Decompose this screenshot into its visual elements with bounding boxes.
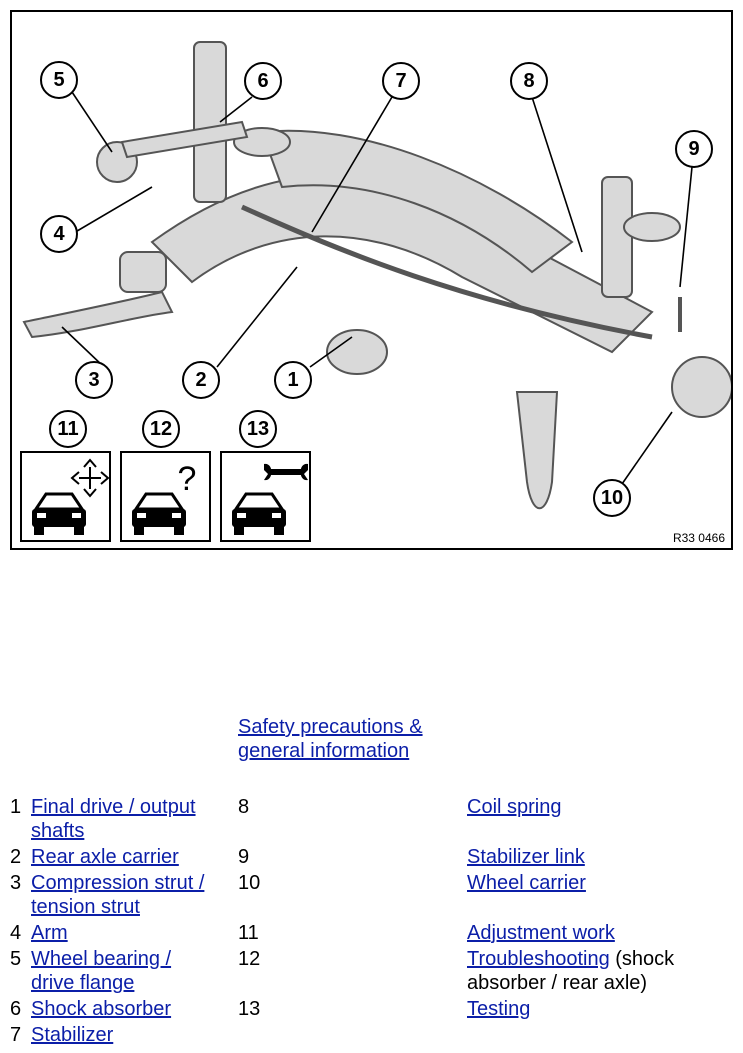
callout-6 [244, 62, 282, 100]
callout-label-5: 5 [53, 69, 64, 91]
compression-strut-shape [22, 290, 174, 339]
item-number: 10 [238, 872, 261, 894]
item-number: 6 [10, 998, 22, 1020]
item-number: 12 [238, 948, 261, 970]
safety-precautions-link[interactable]: Safety precautions & general information [238, 716, 423, 762]
adjustment-arrows-icon [70, 458, 110, 498]
coil-spring-link[interactable]: Coil spring [467, 796, 562, 818]
callout-label-13: 13 [247, 418, 269, 440]
legend-row: 7 Stabilizer [0, 1023, 743, 1049]
legend-row: 6 Shock absorber 13 Testing [0, 997, 743, 1023]
callout-5 [40, 61, 78, 99]
item-number: 5 [10, 948, 22, 970]
callout-8 [510, 62, 548, 100]
troubleshooting-link[interactable]: Troubleshooting [467, 948, 610, 970]
item-number: 9 [238, 846, 250, 868]
stabilizer-bar-shape [240, 204, 653, 340]
rear-axle-carrier-shape [150, 174, 654, 354]
item-number: 11 [238, 922, 259, 944]
legend-row: 4 Arm 11 Adjustment work [0, 921, 743, 947]
arm-link[interactable]: Arm [31, 922, 68, 944]
figure-reference-code: R33 0466 [670, 531, 727, 545]
legend-row: 3 Compression strut / tension strut 10 W… [0, 871, 743, 921]
stabilizer-link[interactable]: Stabilizer [31, 1024, 114, 1046]
callout-label-4: 4 [53, 223, 65, 245]
item-number: 7 [10, 1024, 22, 1046]
question-mark-icon: ? [178, 460, 197, 498]
adjustment-pictogram [20, 451, 111, 542]
left-shock-absorber-shape [193, 41, 227, 203]
callout-label-1: 1 [287, 369, 298, 391]
callout-12 [142, 410, 180, 448]
callout-label-3: 3 [88, 369, 99, 391]
legend-row: 2 Rear axle carrier 9 Stabilizer link [0, 845, 743, 871]
car-icon [32, 492, 86, 535]
car-icon [132, 492, 186, 535]
item-number: 2 [10, 846, 22, 868]
testing-link[interactable]: Testing [467, 998, 531, 1020]
callout-label-7: 7 [395, 70, 406, 92]
callout-2 [182, 361, 220, 399]
right-shock-absorber-shape [601, 176, 633, 298]
final-drive-link[interactable]: Final drive / output shafts [31, 796, 196, 842]
callout-label-12: 12 [150, 418, 172, 440]
upper-arm-shape [120, 120, 249, 159]
wheel-bearing-link[interactable]: Wheel bearing / drive flange [31, 948, 172, 994]
right-spring-seat-shape [623, 212, 681, 242]
right-strut-bracket-shape [515, 391, 559, 510]
callout-13 [239, 410, 277, 448]
callout-label-2: 2 [195, 369, 206, 391]
troubleshooting-entry: Troubleshooting (shock absorber / rear a… [467, 947, 727, 995]
shock-absorber-link[interactable]: Shock absorber [31, 998, 172, 1020]
rear-axle-illustration: 5 6 7 8 9 4 3 2 1 10 11 12 13 [20, 41, 731, 542]
callout-10 [593, 479, 631, 517]
callout-9 [675, 130, 713, 168]
testing-pictogram [220, 451, 311, 542]
callout-label-8: 8 [523, 70, 534, 92]
callout-1 [274, 361, 312, 399]
troubleshooting-note: (shock absorber / rear axle) [467, 948, 675, 994]
car-icon [232, 492, 286, 535]
callout-label-6: 6 [257, 70, 268, 92]
right-wheel-carrier-shape [671, 356, 731, 418]
callout-3 [75, 361, 113, 399]
item-number: 4 [10, 922, 22, 944]
item-number: 3 [10, 872, 22, 894]
stabilizer-link-link[interactable]: Stabilizer link [467, 846, 585, 868]
wheel-carrier-link[interactable]: Wheel carrier [467, 872, 586, 894]
item-number: 13 [238, 998, 261, 1020]
wrench-icon [264, 463, 308, 481]
callout-label-10: 10 [601, 487, 623, 509]
left-bushing-shape [119, 251, 167, 293]
compression-strut-link[interactable]: Compression strut / tension strut [31, 872, 205, 918]
axle-diagram: 5 6 7 8 9 4 3 2 1 10 11 12 13 [10, 10, 733, 550]
callout-7 [382, 62, 420, 100]
final-drive-shape [326, 329, 388, 375]
legend-row: 1 Final drive / output shafts 8 Coil spr… [0, 795, 743, 845]
item-number: 1 [10, 796, 22, 818]
front-crossmember-shape [260, 129, 574, 274]
item-number: 8 [238, 796, 250, 818]
callout-label-9: 9 [688, 138, 699, 160]
callout-4 [40, 215, 78, 253]
left-spring-seat-shape [233, 127, 291, 157]
callout-11 [49, 410, 87, 448]
legend-row: 5 Wheel bearing / drive flange 12 Troubl… [0, 947, 743, 997]
rear-axle-carrier-link[interactable]: Rear axle carrier [31, 846, 179, 868]
troubleshooting-pictogram: ? [120, 451, 211, 542]
intro-section: Safety precautions & general information [238, 715, 468, 763]
callout-label-11: 11 [57, 418, 78, 440]
legend-list: 1 Final drive / output shafts 8 Coil spr… [0, 795, 743, 1049]
adjustment-work-link[interactable]: Adjustment work [467, 922, 615, 944]
